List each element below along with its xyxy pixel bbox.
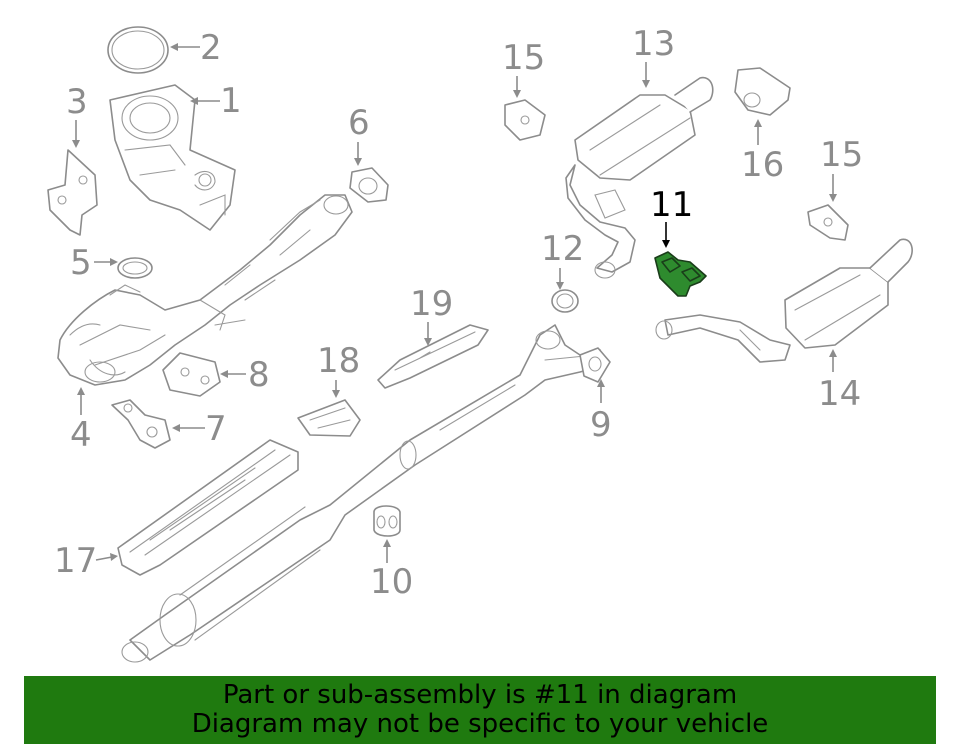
callout-label: 7 bbox=[205, 409, 227, 449]
callout-15-right: 15 bbox=[820, 135, 863, 202]
part-2-gasket[interactable] bbox=[107, 26, 169, 74]
callout-11: 11 bbox=[650, 185, 693, 248]
callout-14: 14 bbox=[818, 349, 861, 414]
callout-8: 8 bbox=[220, 355, 270, 395]
callout-2: 2 bbox=[170, 28, 222, 68]
callout-label: 16 bbox=[741, 145, 784, 185]
callout-label: 17 bbox=[54, 541, 97, 581]
part-15-bracket-right[interactable] bbox=[807, 204, 849, 241]
callout-17: 17 bbox=[54, 541, 118, 581]
callout-3: 3 bbox=[66, 82, 88, 148]
part-16-hanger[interactable] bbox=[734, 67, 791, 116]
part-19-heat-shield[interactable] bbox=[377, 324, 489, 389]
callout-6: 6 bbox=[348, 103, 370, 166]
callout-15-top: 15 bbox=[502, 38, 545, 98]
callout-label: 19 bbox=[410, 284, 453, 324]
callout-13: 13 bbox=[632, 24, 675, 88]
callout-label: 18 bbox=[317, 341, 360, 381]
callout-label: 15 bbox=[820, 135, 863, 175]
callout-label: 2 bbox=[200, 28, 222, 68]
callout-19: 19 bbox=[410, 284, 453, 346]
info-banner: Part or sub-assembly is #11 in diagram D… bbox=[24, 676, 936, 744]
callout-label: 9 bbox=[590, 405, 612, 445]
exhaust-parts-diagram: 1 2 3 4 5 6 7 8 9 10 bbox=[47, 24, 913, 663]
callout-label: 13 bbox=[632, 24, 675, 64]
callout-label: 5 bbox=[70, 243, 92, 283]
part-6-flange-gasket[interactable] bbox=[349, 167, 389, 203]
part-10-rubber-hanger[interactable] bbox=[373, 505, 401, 537]
callout-16: 16 bbox=[741, 119, 784, 185]
callout-4: 4 bbox=[70, 387, 92, 455]
part-1-catalytic-converter[interactable] bbox=[109, 84, 236, 231]
callout-label: 1 bbox=[220, 81, 242, 121]
callout-label-highlighted: 11 bbox=[650, 185, 693, 225]
part-3-bracket[interactable] bbox=[47, 149, 98, 236]
callout-7: 7 bbox=[172, 409, 227, 449]
callout-label: 12 bbox=[541, 229, 584, 269]
callout-label: 10 bbox=[370, 562, 413, 602]
callout-10: 10 bbox=[370, 539, 413, 602]
part-13-muffler[interactable] bbox=[565, 76, 714, 279]
part-5-ring[interactable] bbox=[117, 257, 153, 279]
part-17-heat-shield[interactable] bbox=[117, 439, 299, 576]
banner-line-2: Diagram may not be specific to your vehi… bbox=[191, 709, 769, 739]
part-15-bracket-top[interactable] bbox=[504, 99, 546, 141]
banner-line-1: Part or sub-assembly is #11 in diagram bbox=[222, 680, 738, 710]
part-18-heat-shield[interactable] bbox=[297, 399, 361, 437]
callout-1: 1 bbox=[190, 81, 242, 121]
callout-5: 5 bbox=[70, 243, 118, 283]
callout-label: 14 bbox=[818, 374, 861, 414]
callout-label: 8 bbox=[248, 355, 270, 395]
part-7-hanger[interactable] bbox=[111, 399, 171, 449]
part-12-ring[interactable] bbox=[551, 289, 579, 313]
callout-label: 15 bbox=[502, 38, 545, 78]
part-14-muffler[interactable] bbox=[655, 238, 913, 363]
callout-9: 9 bbox=[590, 379, 612, 445]
callout-label: 3 bbox=[66, 82, 88, 122]
part-11-bracket-highlighted[interactable] bbox=[654, 251, 707, 297]
callout-label: 6 bbox=[348, 103, 370, 143]
callout-label: 4 bbox=[70, 415, 92, 455]
callout-12: 12 bbox=[541, 229, 584, 290]
part-9-gasket[interactable] bbox=[579, 347, 611, 383]
callout-18: 18 bbox=[317, 341, 360, 398]
part-8-bracket[interactable] bbox=[162, 352, 221, 397]
part-4-front-pipe[interactable] bbox=[57, 194, 353, 386]
